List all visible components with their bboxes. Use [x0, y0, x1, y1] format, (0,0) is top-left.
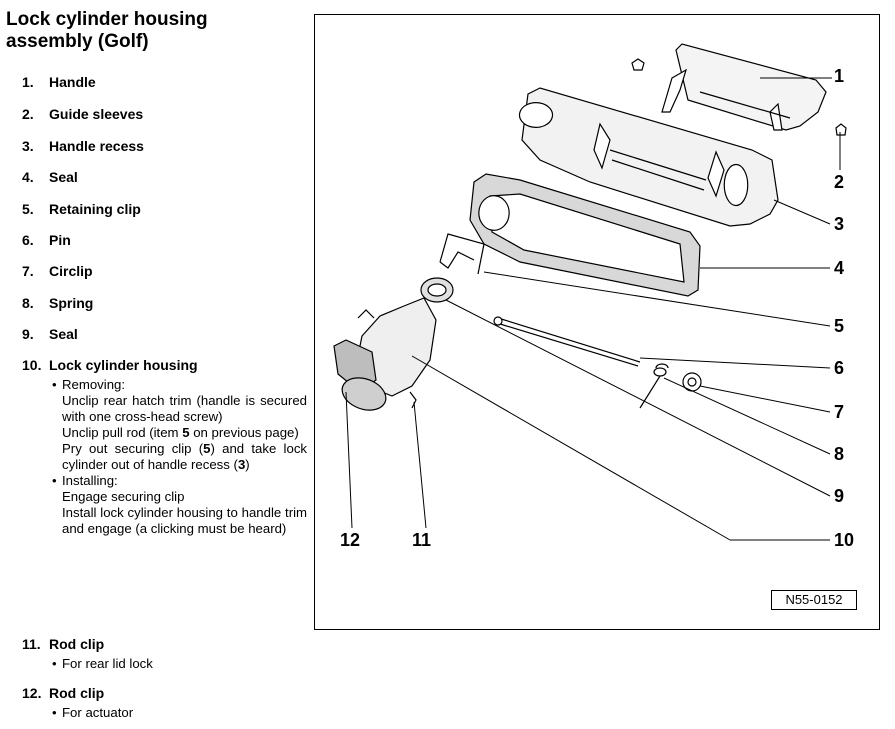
page-title: Lock cylinder housing assembly (Golf) [6, 9, 208, 52]
item-label: Spring [49, 295, 94, 311]
handle-part [631, 43, 847, 136]
item-label: Handle [49, 74, 96, 90]
item10-details: •Removing: Unclip rear hatch trim (handl… [52, 377, 308, 537]
list-item: 5. Retaining clip [22, 201, 290, 217]
list-item: 3. Handle recess [22, 138, 290, 154]
callout-8: 8 [834, 444, 845, 464]
leader-lines [345, 77, 841, 541]
bullet-icon: • [52, 377, 57, 392]
list-item: 9. Seal [22, 326, 290, 342]
installing-heading: •Installing: [52, 473, 118, 488]
diagram-frame [314, 14, 880, 630]
callout-9: 9 [834, 486, 845, 506]
item-label: Circlip [49, 263, 93, 279]
item-label: Pin [49, 232, 71, 248]
item-label: Seal [49, 326, 78, 342]
removing-step-3: Pry out securing clip (5) and take lock … [62, 441, 308, 472]
item-number: 11. [22, 636, 41, 652]
bullet-icon: • [52, 473, 57, 488]
retaining-clip-part [439, 233, 485, 275]
callout-7: 7 [834, 402, 845, 422]
removing-step-2: Unclip pull rod (item 5 on previous page… [62, 425, 299, 440]
callout-11: 11 [412, 530, 432, 550]
list-item: 4. Seal [22, 169, 290, 185]
item-label: Rod clip [49, 685, 105, 701]
list-item: 10. Lock cylinder housing [22, 357, 290, 373]
list-item: 7. Circlip [22, 263, 290, 279]
callout-6: 6 [834, 358, 845, 378]
item-label: Rod clip [49, 636, 105, 652]
item-label: Seal [49, 169, 78, 185]
item-number: 6. [22, 232, 34, 248]
item-number: 7. [22, 263, 34, 279]
callout-10: 10 [834, 530, 855, 550]
list-item: 12. Rod clip [22, 685, 290, 701]
list-item: 1. Handle [22, 74, 290, 90]
callout-4: 4 [834, 258, 845, 278]
callout-5: 5 [834, 316, 845, 336]
callout-12: 12 [340, 530, 361, 550]
callout-1: 1 [834, 66, 845, 86]
item-label: Retaining clip [49, 201, 141, 217]
item-number: 3. [22, 138, 34, 154]
figure-code: N55-0152 [771, 590, 857, 610]
seal-gasket-part [469, 173, 701, 297]
pin-part [493, 316, 641, 367]
callout-2: 2 [834, 172, 845, 192]
list-item: 6. Pin [22, 232, 290, 248]
item-label: Guide sleeves [49, 106, 144, 122]
list-item: 2. Guide sleeves [22, 106, 290, 122]
removing-step-1: Unclip rear hatch trim (handle is secure… [62, 393, 307, 424]
item-number: 4. [22, 169, 34, 185]
item12-note: •For actuator [52, 705, 134, 720]
spring-part [639, 363, 669, 409]
seal-ring-part [420, 277, 454, 303]
item-number: 8. [22, 295, 34, 311]
item-number: 12. [22, 685, 42, 701]
item-number: 5. [22, 201, 34, 217]
bullet-icon: • [52, 705, 57, 720]
list-item: 8. Spring [22, 295, 290, 311]
item-number: 10. [22, 357, 42, 373]
lock-cylinder-housing-part [333, 297, 437, 411]
item-number: 2. [22, 106, 34, 122]
handle-recess-part [518, 87, 779, 227]
bullet-icon: • [52, 656, 57, 671]
item-label: Handle recess [49, 138, 144, 154]
removing-heading: •Removing: [52, 377, 126, 392]
installing-step-1: Engage securing clip [62, 489, 185, 504]
item-label: Lock cylinder housing [49, 357, 198, 373]
list-item: 11. Rod clip [22, 636, 290, 652]
item11-note: •For rear lid lock [52, 656, 153, 671]
callout-3: 3 [834, 214, 845, 234]
item-number: 1. [22, 74, 34, 90]
installing-step-2: Install lock cylinder housing to handle … [62, 505, 307, 536]
item-number: 9. [22, 326, 34, 342]
